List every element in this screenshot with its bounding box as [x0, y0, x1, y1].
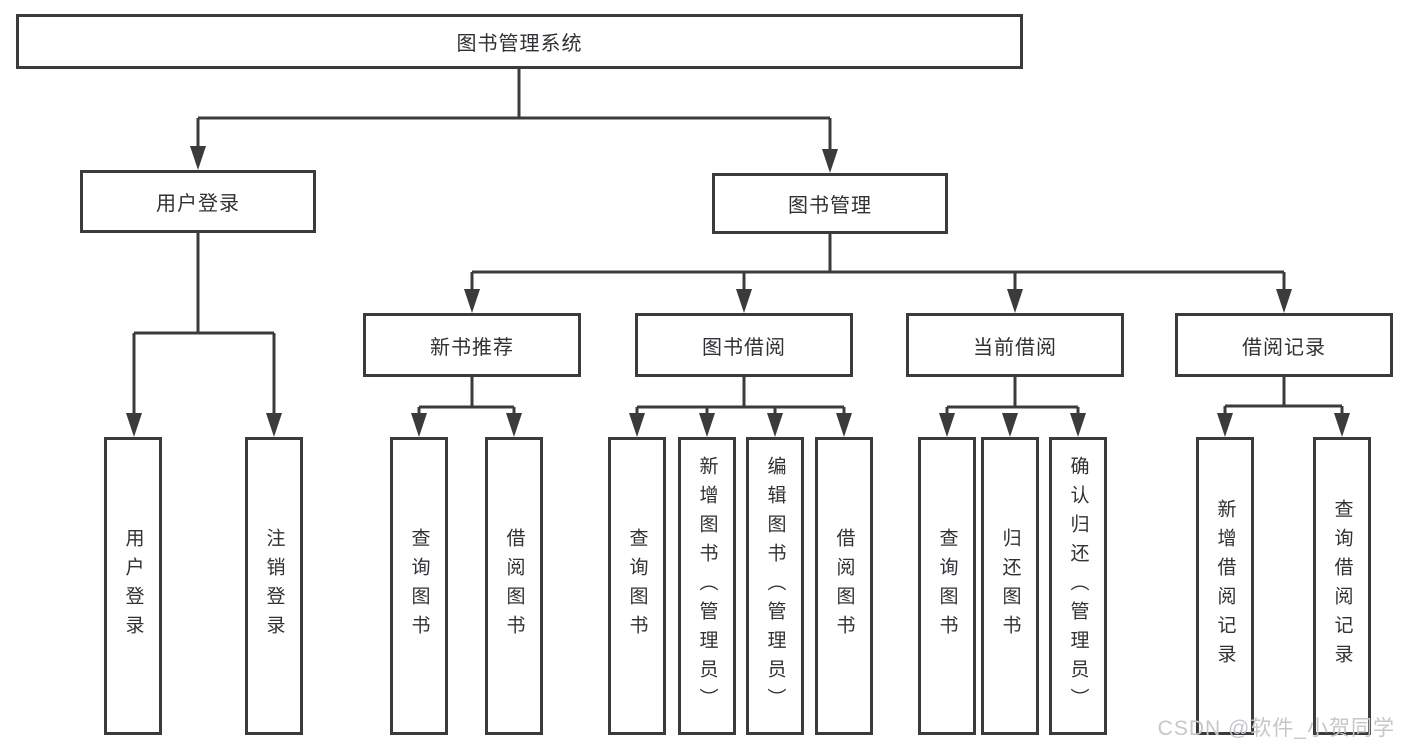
node-label: 编辑图书（管理员）: [764, 455, 786, 717]
node-query-books-current: 查询图书: [918, 437, 976, 735]
node-book-borrowing: 图书借阅: [635, 313, 853, 377]
node-label: 归还图书: [999, 528, 1021, 644]
node-current-borrowing: 当前借阅: [906, 313, 1124, 377]
node-label: 注销登录: [263, 528, 285, 644]
node-leaf-user-login: 用户登录: [104, 437, 162, 735]
node-add-borrow-record: 新增借阅记录: [1196, 437, 1254, 735]
connector-new-book-recommendation: [411, 377, 522, 437]
node-label: 图书管理系统: [456, 33, 583, 55]
node-label: 借阅图书: [833, 528, 855, 644]
node-new-book-recommendation: 新书推荐: [363, 313, 581, 377]
node-borrow-books-recommendation: 借阅图书: [485, 437, 543, 735]
node-book-management: 图书管理: [712, 173, 948, 234]
node-book-management-system: 图书管理系统: [16, 14, 1023, 69]
node-label: 确认归还（管理员）: [1067, 455, 1089, 717]
node-edit-books-admin: 编辑图书（管理员）: [746, 437, 804, 735]
connector-root: [190, 68, 838, 173]
node-label: 查询图书: [408, 528, 430, 644]
node-label: 图书借阅: [702, 336, 786, 359]
node-label: 查询借阅记录: [1331, 499, 1353, 673]
node-label: 新增借阅记录: [1214, 499, 1236, 673]
node-label: 借阅图书: [503, 528, 525, 644]
node-label: 查询图书: [936, 528, 958, 644]
connector-current-borrowing: [939, 377, 1086, 437]
node-query-books-recommendation: 查询图书: [390, 437, 448, 735]
node-label: 当前借阅: [973, 336, 1057, 359]
node-borrow-books-borrowing: 借阅图书: [815, 437, 873, 735]
node-user-login: 用户登录: [80, 170, 316, 233]
node-label: 新增图书（管理员）: [696, 455, 718, 717]
node-return-books: 归还图书: [981, 437, 1039, 735]
connector-user-login: [126, 233, 282, 437]
node-label: 用户登录: [122, 528, 144, 644]
node-label: 图书管理: [788, 195, 872, 217]
node-label: 用户登录: [156, 193, 240, 215]
connector-book-management: [464, 234, 1292, 313]
node-leaf-logout: 注销登录: [245, 437, 303, 735]
node-query-borrow-record: 查询借阅记录: [1313, 437, 1371, 735]
node-query-books-borrowing: 查询图书: [608, 437, 666, 735]
node-label: 新书推荐: [430, 336, 514, 359]
connector-book-borrowing: [629, 377, 852, 437]
node-confirm-return-admin: 确认归还（管理员）: [1049, 437, 1107, 735]
connector-borrowing-records: [1217, 377, 1350, 437]
node-label: 查询图书: [626, 528, 648, 644]
node-label: 借阅记录: [1242, 336, 1326, 359]
node-add-books-admin: 新增图书（管理员）: [678, 437, 736, 735]
node-borrowing-records: 借阅记录: [1175, 313, 1393, 377]
watermark-text: CSDN @软件_小贺同学: [1157, 717, 1395, 740]
